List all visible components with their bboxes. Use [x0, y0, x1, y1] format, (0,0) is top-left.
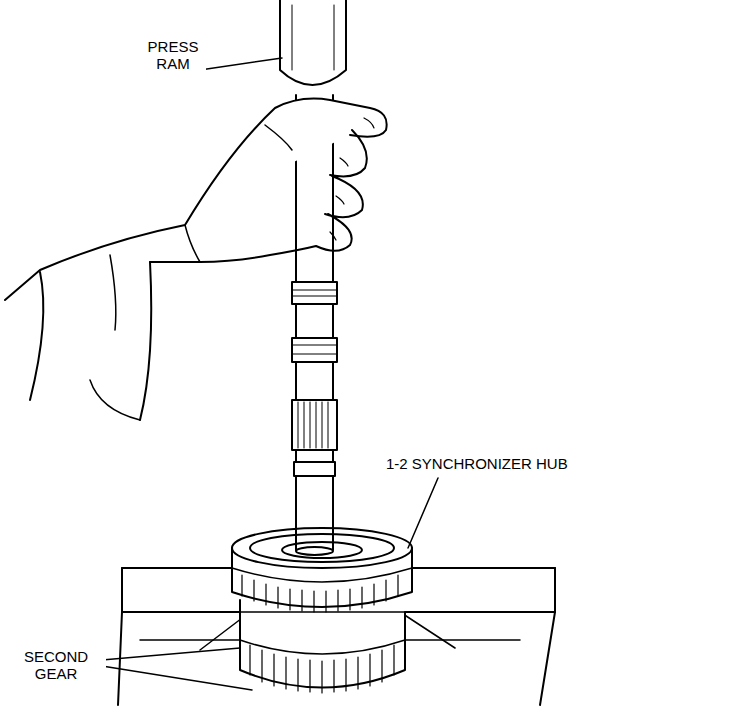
leader-lines [102, 58, 438, 690]
hand [5, 99, 387, 420]
synchronizer-hub [232, 528, 412, 612]
shaft [292, 95, 337, 555]
part-name: 1-2 SYNCHRONIZER HUB [384, 455, 570, 472]
press-ram [280, 0, 346, 85]
board-edge [240, 611, 405, 613]
part-name: SECOND GEAR [6, 648, 106, 682]
second-gear [240, 600, 405, 693]
part-name: PRESS RAM [140, 38, 206, 72]
